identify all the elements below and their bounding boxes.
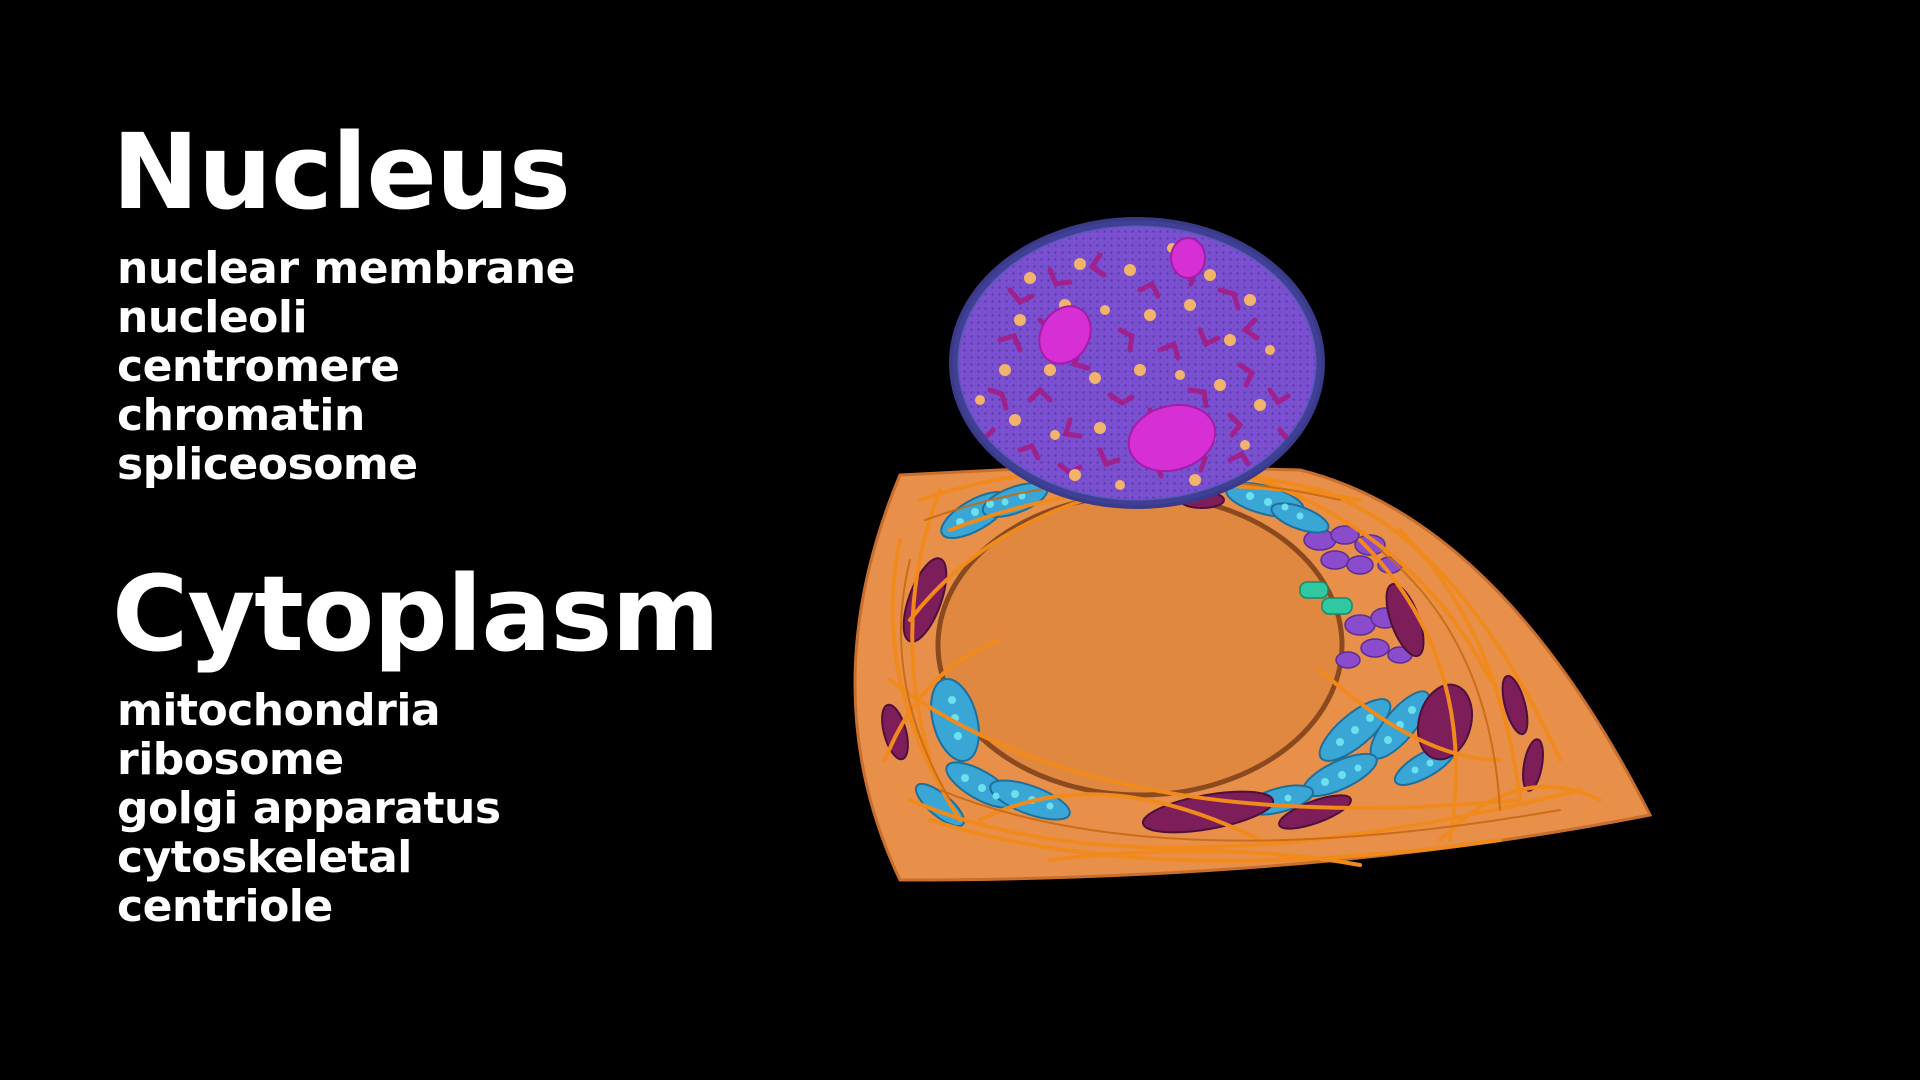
cell-illustration (853, 217, 1653, 882)
term-centriole: centriole (117, 881, 333, 932)
nucleus (949, 217, 1325, 509)
term-ribosome: ribosome (117, 734, 344, 785)
term-nuclear-membrane: nuclear membrane (117, 243, 575, 294)
term-mitochondria: mitochondria (117, 685, 441, 736)
nucleus-term-list: nuclear membrane nucleoli centromere chr… (117, 244, 575, 489)
term-golgi-apparatus: golgi apparatus (117, 783, 501, 834)
term-spliceosome: spliceosome (117, 439, 418, 490)
term-nucleoli: nucleoli (117, 292, 308, 343)
nucleoli (1038, 237, 1217, 472)
cytoplasm-heading: Cytoplasm (112, 553, 720, 675)
centriole (1299, 581, 1353, 615)
term-chromatin: chromatin (117, 390, 365, 441)
term-centromere: centromere (117, 341, 400, 392)
cytoplasm-term-list: mitochondria ribosome golgi apparatus cy… (117, 686, 501, 931)
nucleus-heading: Nucleus (112, 111, 571, 233)
mitochondria (881, 491, 1544, 834)
term-cytoskeletal: cytoskeletal (117, 832, 412, 883)
